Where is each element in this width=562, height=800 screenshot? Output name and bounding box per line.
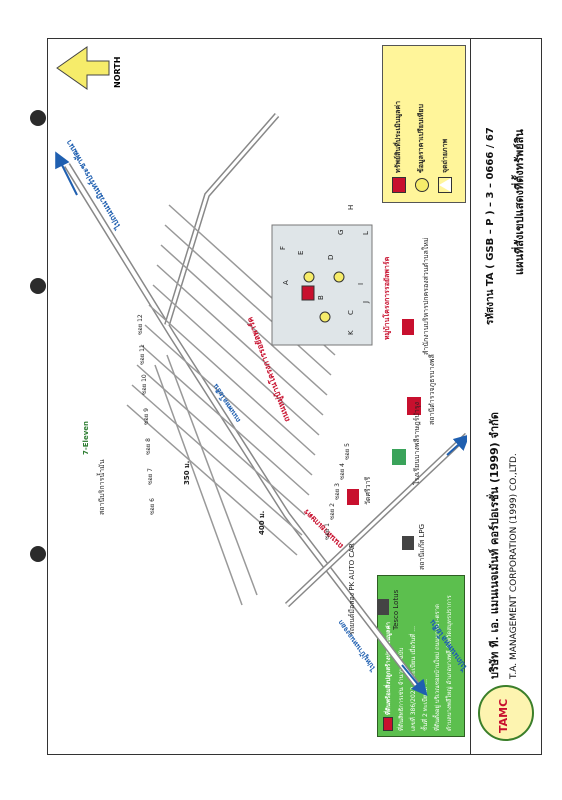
label-temple: วัดศรีวารี <box>364 476 372 505</box>
gov-office-icon <box>402 319 414 335</box>
punch-hole-top <box>30 110 46 126</box>
title-strip <box>470 38 542 755</box>
hospital-icon <box>392 449 406 465</box>
label-school: โรงเรียนบางพลีราษฎร์บำรุง <box>413 402 421 485</box>
map-title: แผนที่สังเขปแสดงที่ตั้งทรัพย์สิน <box>513 129 526 275</box>
soi-label-9: ซอย 9 <box>143 408 150 425</box>
punch-hole-middle <box>30 278 46 294</box>
lot-label-I: I <box>357 282 365 285</box>
comparable-marker-2 <box>333 271 345 283</box>
lot-label-L: L <box>362 231 370 235</box>
label-project: หมู่บ้านโครงการรอยัลพาร์ค <box>383 256 391 340</box>
soi-label-7: ซอย 7 <box>147 468 154 485</box>
label-gov: สำนักงานบริหารปกครองส่วนตำบลใหม่ <box>422 237 430 355</box>
right-branch-road-line <box>164 113 280 326</box>
comparable-marker-1 <box>303 271 315 283</box>
lot-label-A: A <box>282 280 290 285</box>
label-distance-2: 400 ม. <box>258 510 266 535</box>
arrow-to-south <box>401 664 428 697</box>
soi-label-11: ซอย 11 <box>139 344 146 365</box>
soi-label-4: ซอย 4 <box>339 463 346 480</box>
lot-label-B: B <box>317 295 325 300</box>
soi-label-1: ซอย 1 <box>324 523 331 540</box>
police-station-icon <box>407 397 421 415</box>
label-lpg: สถานีแก๊ส LPG <box>418 523 426 570</box>
arrow-to-north <box>55 151 78 196</box>
lot-label-H: H <box>347 204 355 210</box>
soi-label-12: ซอย 12 <box>137 314 144 335</box>
lot-label-G: G <box>337 229 345 235</box>
label-police: สถานีตำรวจภูธรบางพลี <box>428 354 436 425</box>
label-station: สถานีบริการน้ำมัน <box>98 459 106 515</box>
project-block <box>271 224 373 346</box>
punch-hole-bottom <box>30 546 46 562</box>
soi-label-8: ซอย 8 <box>145 438 152 455</box>
tesco-icon <box>377 599 389 615</box>
company-name-thai: บริษัท ที. เอ. แมนเนจเม้นท์ คอร์ปอเรชั่น… <box>488 412 501 679</box>
soi-label-6: ซอย 6 <box>149 498 156 515</box>
label-tesco: Tesco Lotus <box>392 589 400 630</box>
temple-icon <box>347 489 359 505</box>
lot-label-E: E <box>297 250 305 255</box>
label-seven: 7-Eleven <box>82 421 90 455</box>
lot-label-D: D <box>327 254 335 260</box>
subject-lot-marker <box>301 285 315 301</box>
soi-label-3: ซอย 3 <box>334 483 341 500</box>
company-name-english: T.A. MANAGEMENT CORPORATION (1999) CO.,L… <box>509 453 519 679</box>
lot-label-F: F <box>279 245 287 250</box>
lot-label-C: C <box>347 310 355 315</box>
lot-label-J: J <box>362 300 370 303</box>
comparable-marker-3 <box>319 311 331 323</box>
label-distance-1: 350 ม. <box>183 460 191 485</box>
north-arrow-icon <box>56 46 110 90</box>
label-pk-auto: รถยนต์มือสอง PK AUTO CAR <box>348 543 356 635</box>
map-sheet: TAMC บริษัท ที. เอ. แมนเนจเม้นท์ คอร์ปอเ… <box>47 38 542 755</box>
arrow-to-southeast <box>446 434 467 456</box>
soi-label-10: ซอย 10 <box>141 374 148 395</box>
soi-label-5: ซอย 5 <box>344 443 351 460</box>
lpg-station-icon <box>402 536 414 550</box>
map-sheet-rotated: TAMC บริษัท ที. เอ. แมนเนจเม้นท์ คอร์ปอเ… <box>47 38 542 755</box>
job-code: รหัสงาน TA ( GSB – P ) – 3 – 0666 / 67 <box>485 127 496 325</box>
lot-label-K: K <box>347 330 355 335</box>
logo-text: TAMC <box>497 698 510 733</box>
soi-label-2: ซอย 2 <box>329 503 336 520</box>
road-network <box>55 113 467 697</box>
